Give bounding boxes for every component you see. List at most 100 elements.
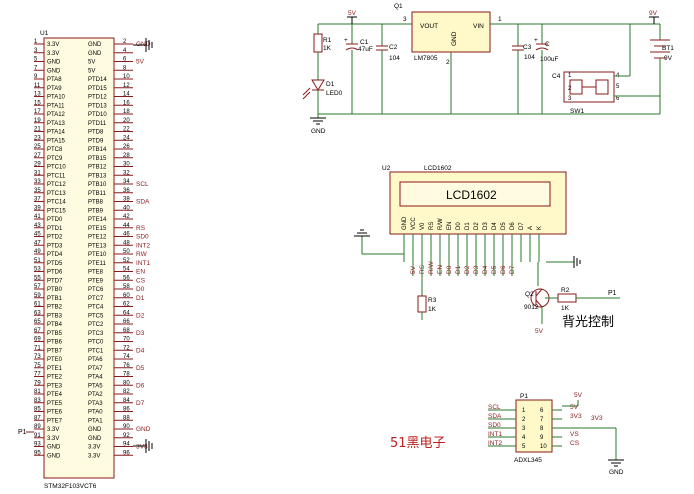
mcu-left-pin-num: 79 [34,380,41,386]
mcu-left-pin-name: PTB5 [47,331,63,337]
mcu-right-pin-num: 60 [123,293,130,299]
lcd-pin-label: R/W [438,218,444,230]
accel-right-pin-num: 10 [540,444,547,450]
mcu-left-pin-name: PTB7 [47,348,63,354]
mcu-right-pin-num: 48 [123,240,130,246]
mcu-right-pin-name: PTE10 [88,252,107,258]
mcu-right-pin-name: PTC5 [88,313,104,319]
accel-right-net: VS [570,431,579,438]
mcu-left-pin-name: PTA8 [47,77,62,83]
mcu-right-pin-name: PTA2 [88,392,103,398]
mcu-right-pin-num: 66 [123,319,130,325]
accel-left-pin-num: 5 [522,444,526,450]
mcu-body [43,37,115,479]
mcu-left-pin-num: 63 [34,310,41,316]
r3-value: 1K [428,306,437,313]
mcu-left-pin-num: 29 [34,162,41,168]
mcu-net-label: D5 [136,365,145,372]
reg-pin1: 1 [498,16,502,23]
power-gnd-label: GND [311,128,326,135]
d1-value: LED0 [326,90,343,97]
mcu-net-label: D3 [136,330,145,337]
mcu-left-pin-name: GND [47,445,61,451]
mcu-right-pin-name: PTE9 [88,278,104,284]
mcu-right-pin-num: 16 [123,100,130,106]
r3-ref: R3 [428,297,437,304]
accel-left-net: INT1 [488,431,502,438]
mcu-left-pin-num: 43 [34,223,41,229]
reg-part: LM7805 [414,55,438,62]
mcu-left-pin-num: 77 [34,372,41,378]
mcu-right-pin-num: 54 [123,267,130,273]
svg-text:+: + [534,37,538,44]
mcu-left-pin-num: 91 [34,433,41,439]
mcu-right-pin-name: PTC2 [88,322,104,328]
r1-value: 1K [323,45,332,52]
power-gnd-symbol [310,117,326,125]
mcu-right-pin-name: 3.3V [88,453,100,459]
accel-left-net: INT2 [488,440,502,447]
mcu-left-pin-name: PTD1 [47,226,63,232]
mcu-right-pin-num: 74 [123,354,130,360]
mcu-left-pin-name: GND [47,68,61,74]
mcu-net-label: D2 [136,312,145,319]
mcu-net-label: D6 [136,382,145,389]
cbig-value: 100uF [540,56,558,63]
mcu-left-pin-num: 27 [34,153,41,159]
mcu-left-pin-name: 3.3V [47,51,59,57]
reg-pin3: 3 [403,16,407,23]
q2-part: 9012 [524,304,539,311]
svg-text:1: 1 [568,73,572,79]
mcu-right-pin-num: 76 [123,363,130,369]
accel-right-pin-num: 8 [540,426,544,432]
accel-gnd-symbol [608,459,624,467]
mcu-left-pin-num: 13 [34,92,41,98]
mcu-right-pin-name: GND [88,51,102,57]
mcu-net-label: D0 [136,286,145,293]
mcu-left-pin-num: 45 [34,232,41,238]
mcu-left-pin-name: PTA10 [47,95,66,101]
mcu-right-pin-num: 86 [123,407,130,413]
mcu-left-pin-num: 61 [34,302,41,308]
led-d1 [311,79,325,91]
backlight-caption: 背光控制 [562,315,614,330]
lcd-bus-label: EN [437,265,444,274]
bt1-ref: BT1 [662,45,674,52]
mcu-left-pin-name: PTE1 [47,366,63,372]
mcu-left-pin-num: 19 [34,118,41,124]
cbig-ref: C [545,41,550,48]
mcu-left-pin-name: PTA11 [47,103,65,109]
lcd-pin-label: V0 [420,222,426,230]
lcd-pin-label: D1 [465,222,471,230]
mcu-right-pin-name: PTE15 [88,226,107,232]
mcu-left-pin-num: 95 [34,450,41,456]
mcu-right-pin-name: PTD15 [88,86,107,92]
r2-value: 1K [561,305,570,312]
mcu-net-label: RS [136,225,146,232]
mcu-left-pin-name: 3.3V [47,427,59,433]
mcu-left-pin-num: 93 [34,442,41,448]
c1-value: 47uF [358,46,373,53]
reg-pin2: 2 [446,59,450,66]
lcd-screen [399,181,551,207]
mcu-right-pin-name: PTA7 [88,366,103,372]
mcu-right-pin-name: PTA1 [88,418,103,424]
r2-ref: R2 [561,287,570,294]
mcu-left-pin-num: 75 [34,363,41,369]
mcu-right-pin-num: 84 [123,398,130,404]
mcu-left-pin-num: 65 [34,319,41,325]
mcu-left-pin-num: 59 [34,293,41,299]
mcu-net-label: 5V [136,59,145,66]
lcd-pin-label: VCC [411,217,417,230]
mcu-right-pin-name: PTC0 [88,340,104,346]
lcd-bus-label: D6 [500,265,507,274]
mcu-right-pin-num: 52 [123,258,130,264]
mcu-right-pin-num: 80 [123,380,130,386]
mcu-left-pin-name: PTC9 [47,156,63,162]
mcu-right-pin-num: 90 [123,424,130,430]
mcu-right-pin-name: PTA0 [88,410,103,416]
mcu-net-label: INT2 [136,242,150,249]
lcd-pin-label: K [537,226,543,230]
